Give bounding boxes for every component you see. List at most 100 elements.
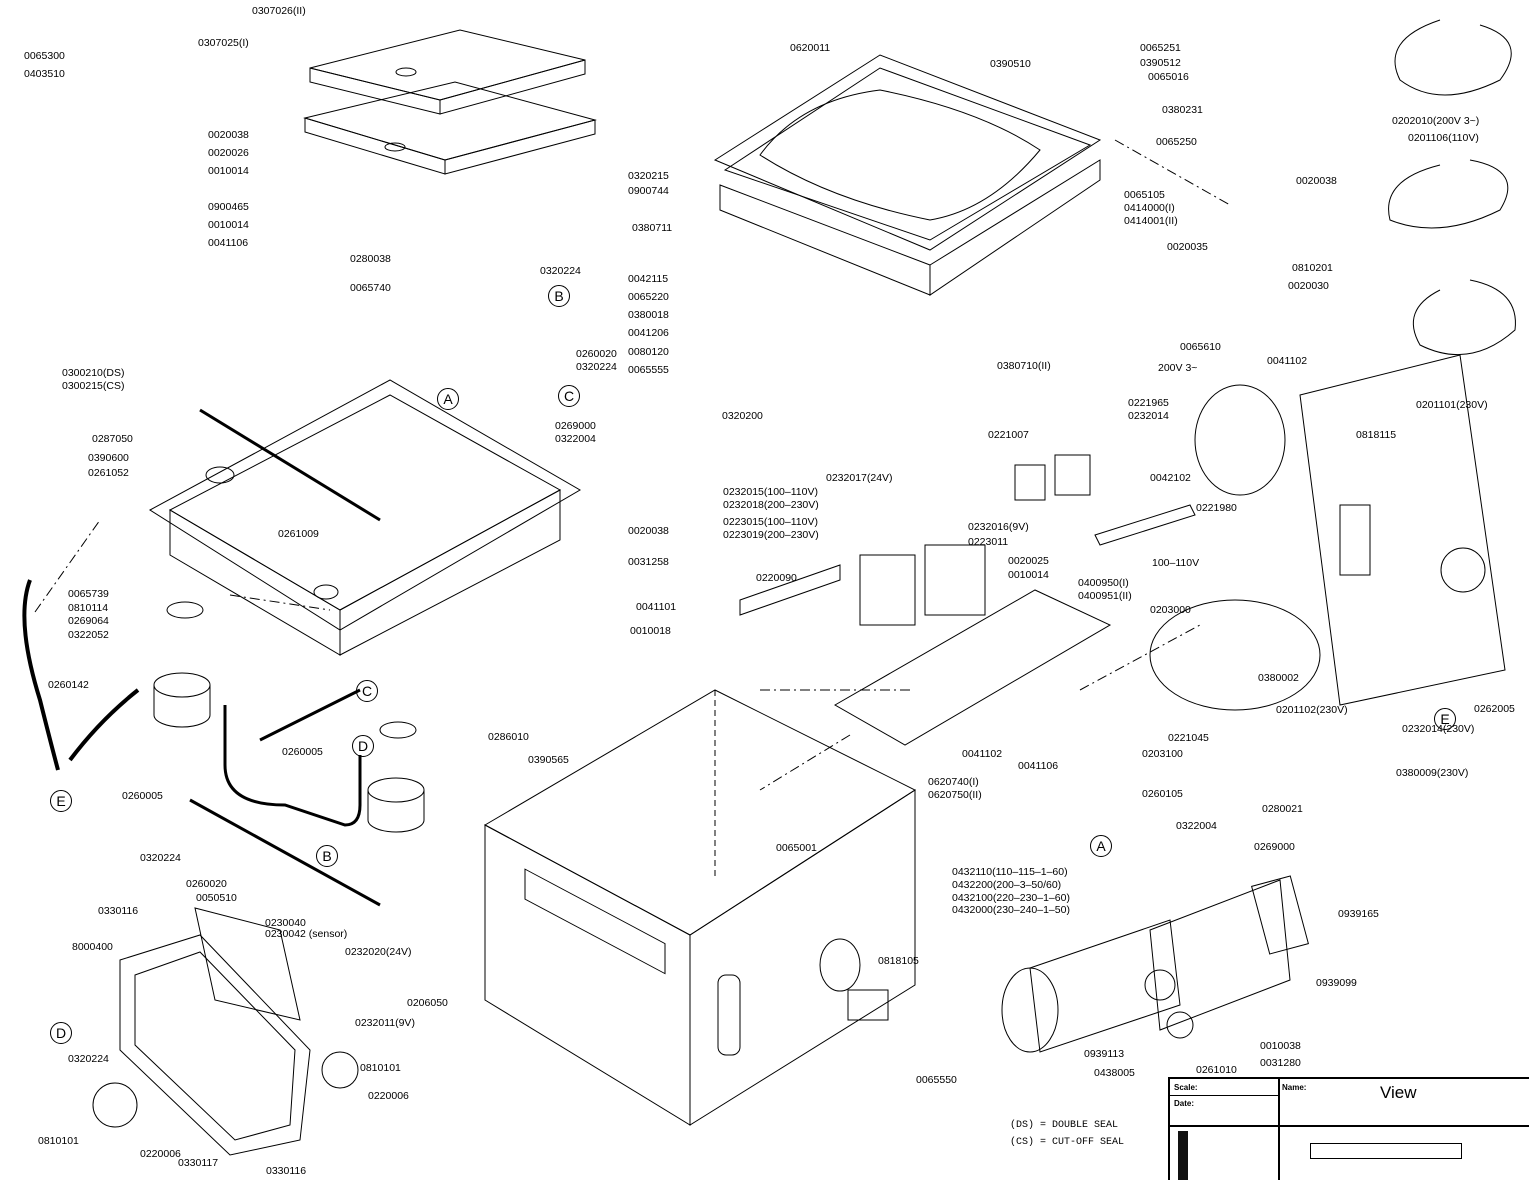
part-label: 0260142 [48, 679, 89, 691]
part-label: 0010014 [208, 165, 249, 177]
part-label: 0380711 [632, 222, 673, 234]
part-label: 0031280 [1260, 1057, 1301, 1069]
part-label: 0280038 [350, 253, 391, 265]
connection-marker: B [316, 845, 338, 867]
part-label: 0065610 [1180, 341, 1221, 353]
connection-marker: C [356, 680, 378, 702]
part-label: 0810101 [360, 1062, 401, 1074]
part-label: 0390600 [88, 452, 129, 464]
part-label: 0414001(II) [1124, 215, 1178, 227]
part-label: 0320215 [628, 170, 669, 182]
part-label: 0203100 [1142, 748, 1183, 760]
part-label: 0900465 [208, 201, 249, 213]
part-label: 0320224 [140, 852, 181, 864]
name-label: Name: [1282, 1083, 1307, 1092]
part-label: 100–110V [1152, 557, 1200, 569]
part-label: 0810114 [68, 602, 109, 614]
part-label: 8000400 [72, 941, 113, 953]
part-label: 0390565 [528, 754, 569, 766]
part-label: 0320224 [576, 361, 617, 373]
part-label: 0390512 [1140, 57, 1181, 69]
part-label: 0330116 [266, 1165, 307, 1177]
part-label: 0300210(DS) [62, 367, 125, 379]
part-label: 0065220 [628, 291, 669, 303]
part-label: 0307025(I) [198, 37, 249, 49]
part-label: 0065001 [776, 842, 817, 854]
part-label: 0260105 [1142, 788, 1183, 800]
part-label: 0810201 [1292, 262, 1333, 274]
part-label: 0020025 [1008, 555, 1049, 567]
part-label: 0300215(CS) [62, 380, 125, 392]
scale-label: Scale: [1174, 1083, 1198, 1092]
vacuum-lid [713, 54, 1102, 296]
vacuum-pump [1001, 875, 1309, 1053]
part-label: 0042102 [1150, 472, 1191, 484]
part-label: 0041102 [962, 748, 1003, 760]
legend-cut-off-seal: (CS) = CUT-OFF SEAL [1010, 1137, 1125, 1148]
connection-marker: D [50, 1022, 72, 1044]
part-label: 0261009 [278, 528, 319, 540]
part-label: 0432200(200–3–50/60) [952, 879, 1062, 891]
vacuum-chamber [149, 379, 581, 656]
part-label: 0221965 [1128, 397, 1169, 409]
part-label: 0010014 [208, 219, 249, 231]
part-label: 0380018 [628, 309, 669, 321]
electrical-plate [739, 454, 1196, 746]
part-label: 0260020 [186, 878, 227, 890]
part-label: 0010014 [1008, 569, 1049, 581]
part-label: 0065105 [1124, 189, 1165, 201]
part-label: 0206050 [407, 997, 448, 1009]
part-label: 0065739 [68, 588, 109, 600]
part-label: 0201106(110V) [1408, 132, 1479, 144]
control-panel [92, 907, 359, 1156]
part-label: 0261010 [1196, 1064, 1237, 1076]
connection-marker: B [548, 285, 570, 307]
assembly-lines [34, 139, 1231, 791]
title-block: Scale: Date: Name: View [1168, 1077, 1529, 1180]
part-label: 0201102(230V) [1276, 704, 1348, 716]
part-label: 0221007 [988, 429, 1029, 441]
part-label: 0065740 [350, 282, 391, 294]
part-label: 0041106 [1018, 760, 1059, 772]
part-label: 0939099 [1316, 977, 1357, 989]
part-label: 0380009(230V) [1396, 767, 1469, 779]
part-label: 0438005 [1094, 1067, 1135, 1079]
part-label: 0432000(230–240–1–50) [952, 904, 1070, 916]
part-label: 0232018(200–230V) [723, 499, 819, 511]
part-label: 0220090 [756, 572, 797, 584]
part-label: 0620750(II) [928, 789, 982, 801]
part-label: 0380231 [1162, 104, 1203, 116]
part-label: 0286010 [488, 731, 529, 743]
part-label: 0201101(230V) [1416, 399, 1488, 411]
part-label: 0232017(24V) [826, 472, 893, 484]
part-label: 0810101 [38, 1135, 79, 1147]
part-label: 0020030 [1288, 280, 1329, 292]
part-label: 0261052 [88, 467, 129, 479]
part-label: 0900744 [628, 185, 669, 197]
connection-marker: A [1090, 835, 1112, 857]
part-label: 0223015(100–110V) [723, 516, 818, 528]
connection-marker: E [50, 790, 72, 812]
part-label: 0280021 [1262, 803, 1303, 815]
part-label: 0042115 [628, 273, 669, 285]
connection-marker: A [437, 388, 459, 410]
part-label: 0403510 [24, 68, 65, 80]
part-label: 0065250 [1156, 136, 1197, 148]
connection-marker: D [352, 735, 374, 757]
connection-marker: C [558, 385, 580, 407]
part-label: 0432110(110–115–1–60) [952, 866, 1068, 878]
part-label: 0322052 [68, 629, 109, 641]
back-panel [1149, 19, 1516, 711]
part-label: 0041206 [628, 327, 669, 339]
part-label: 0203000 [1150, 604, 1191, 616]
part-label: 0260005 [282, 746, 323, 758]
part-label: 0232014(230V) [1402, 723, 1475, 735]
part-label: 0221980 [1196, 502, 1237, 514]
part-label: 0322004 [555, 433, 596, 445]
part-label: 0232016(9V) [968, 521, 1029, 533]
part-label: 0380002 [1258, 672, 1299, 684]
part-label: 0230042 (sensor) [265, 928, 348, 940]
part-label: 0031258 [628, 556, 669, 568]
